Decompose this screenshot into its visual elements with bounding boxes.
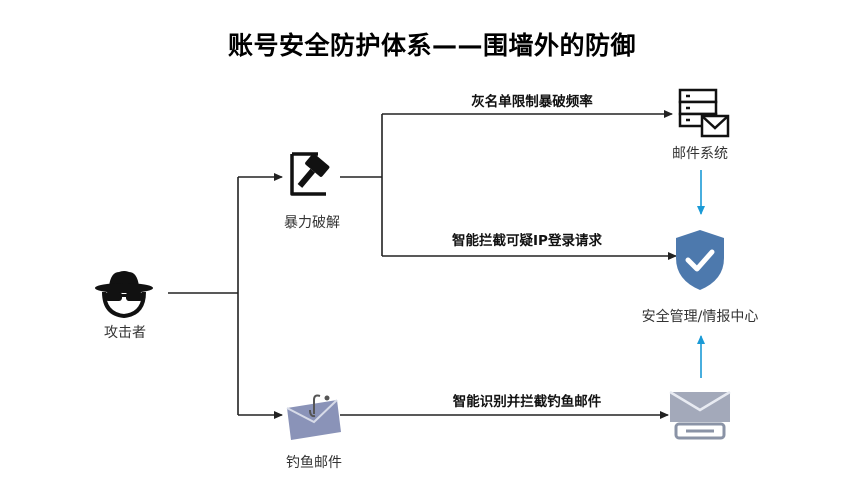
mail-server-icon	[678, 88, 730, 138]
phishing-label: 钓鱼邮件	[286, 455, 342, 471]
security-center-label: 安全管理/情报中心	[641, 309, 759, 325]
shield-check-icon	[676, 230, 724, 290]
intercept-ip-label: 智能拦截可疑IP登录请求	[452, 233, 602, 249]
gavel-icon	[290, 152, 330, 196]
graylist-label: 灰名单限制暴破频率	[471, 94, 593, 110]
brute-force-label: 暴力破解	[284, 215, 340, 231]
phishing-mail-icon	[286, 394, 341, 440]
mail-system-label: 邮件系统	[672, 146, 728, 162]
attacker-label: 攻击者	[104, 325, 146, 341]
diagram-title: 账号安全防护体系——围墙外的防御	[227, 31, 636, 60]
connector-lines	[168, 110, 677, 419]
mail-gateway-icon	[669, 390, 731, 440]
hacker-icon	[95, 271, 153, 319]
intercept-phish-label: 智能识别并拦截钓鱼邮件	[452, 394, 602, 410]
